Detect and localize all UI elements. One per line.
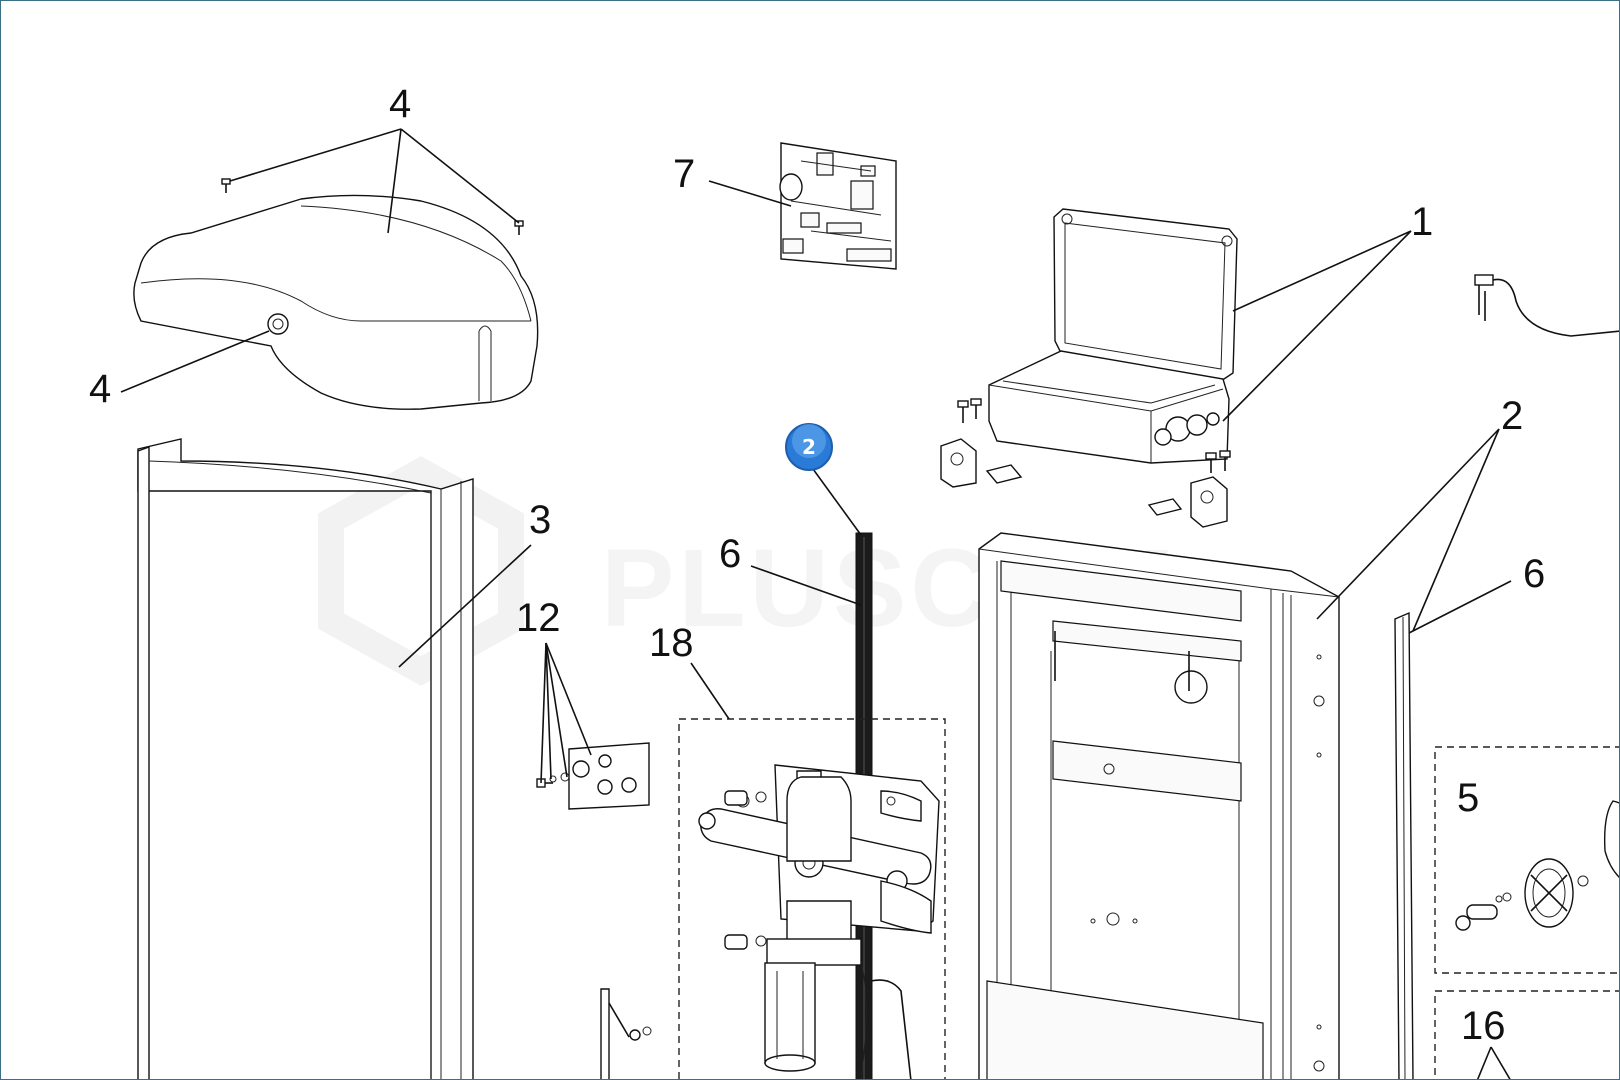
part-sensor-cable <box>1474 274 1619 337</box>
callout-16: 16 <box>1461 1004 1506 1048</box>
callout-4-top: 4 <box>389 82 411 126</box>
part-top-cover <box>133 178 539 410</box>
callout-5: 5 <box>1457 776 1479 820</box>
part-drive-assembly <box>678 718 946 1079</box>
callout-7: 7 <box>673 152 695 196</box>
callout-6-right: 6 <box>1523 552 1545 596</box>
callout-3: 3 <box>529 498 551 542</box>
part-mounting-plate <box>536 742 650 810</box>
callout-12: 12 <box>516 596 561 640</box>
part-enclosure <box>940 208 1238 528</box>
callout-6-mid: 6 <box>719 532 741 576</box>
callout-18: 18 <box>649 621 694 665</box>
part-control-board <box>779 142 897 270</box>
part-gear-assembly <box>1434 746 1619 974</box>
cover-screw-left <box>221 178 231 193</box>
step-badge-label: 2 <box>802 435 816 459</box>
part-front-panel <box>137 438 474 1079</box>
part-side-bar-right <box>1394 611 1414 1079</box>
cover-screw-right <box>514 220 524 235</box>
step-badge: 2 <box>785 423 833 471</box>
leader-lines <box>120 128 1512 1079</box>
callout-2: 2 <box>1501 394 1523 438</box>
part-main-housing <box>978 532 1340 1079</box>
callout-labels: 4 4 7 1 2 3 6 6 12 18 5 16 <box>89 82 1545 1048</box>
callout-1: 1 <box>1411 200 1433 244</box>
part-accessory-box <box>1434 990 1619 1079</box>
callout-4-left: 4 <box>89 367 111 411</box>
part-small-bracket <box>600 988 652 1079</box>
